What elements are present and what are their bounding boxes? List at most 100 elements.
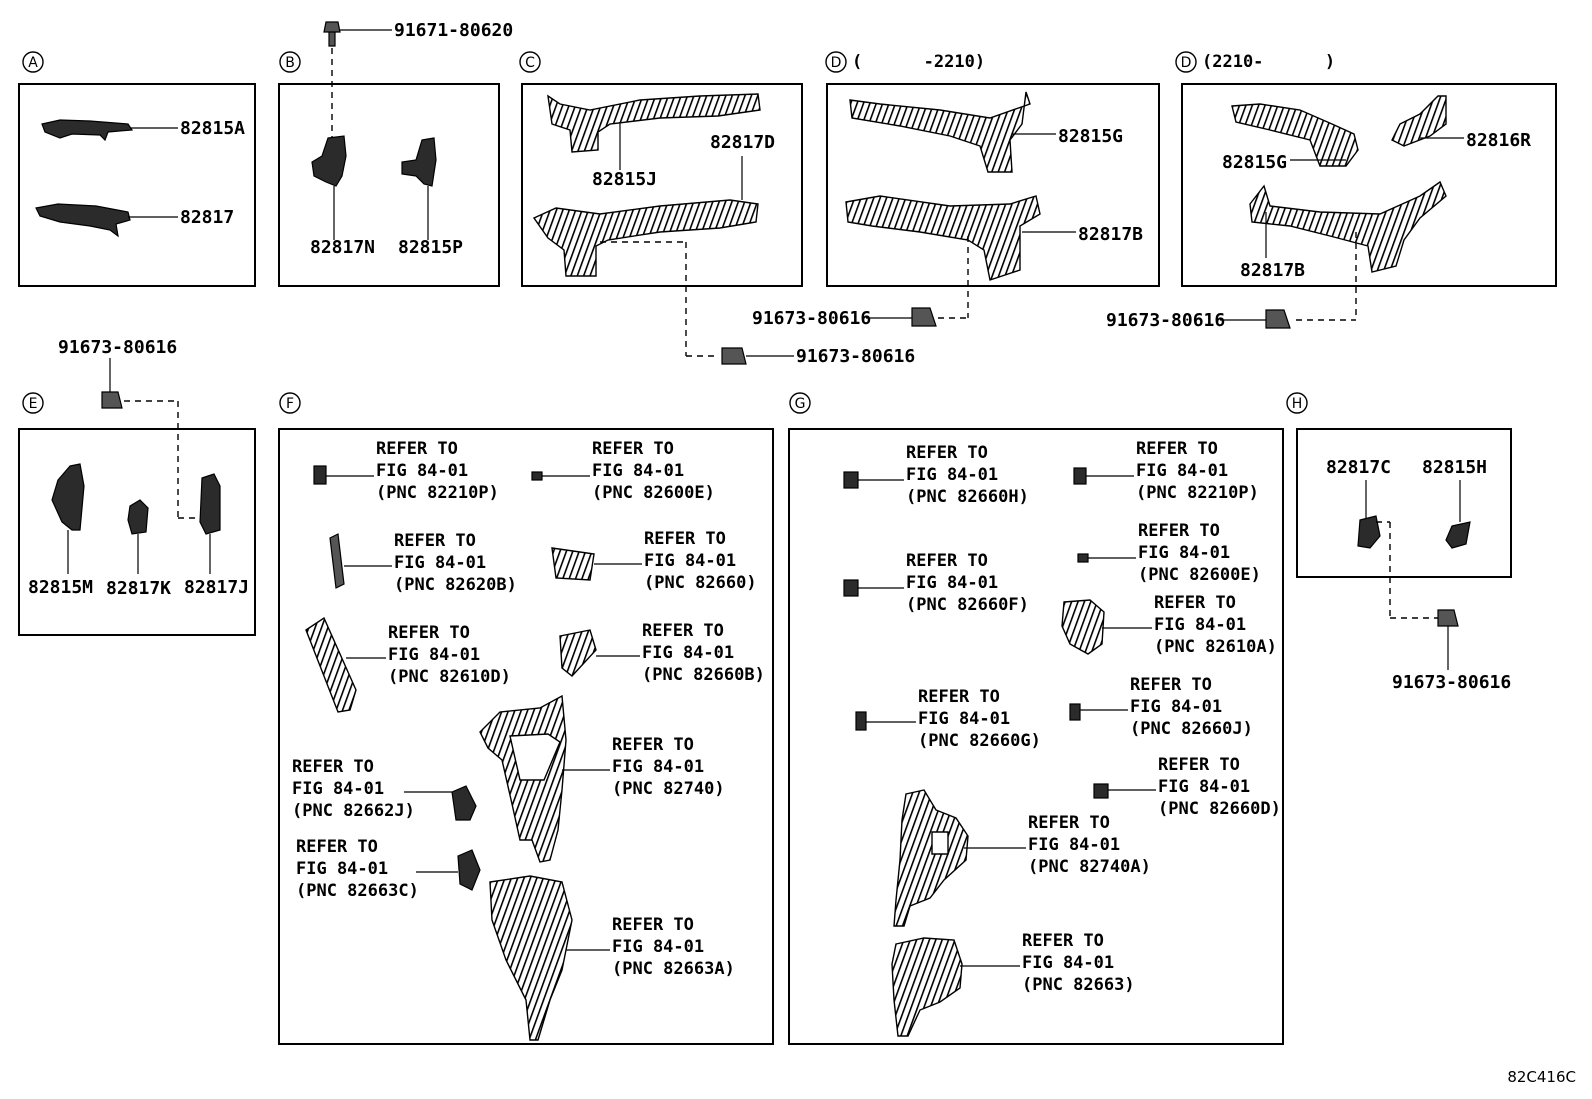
part-f-82660b-drawing bbox=[559, 629, 597, 677]
svg-text:B: B bbox=[285, 55, 295, 71]
ref-f9-line3: (PNC 82663C) bbox=[296, 881, 419, 901]
svg-text:D: D bbox=[1181, 55, 1192, 71]
section-a: 82815A 82817 bbox=[35, 118, 245, 238]
section-g: REFER TO FIG 84-01 (PNC 82660H) REFER TO… bbox=[843, 439, 1281, 1037]
part-82815g-d2-drawing bbox=[1231, 103, 1359, 167]
ref-f10-line3: (PNC 82663A) bbox=[612, 959, 735, 979]
part-g-82210p-drawing bbox=[1073, 467, 1087, 485]
ref-g8-line3: (PNC 82660D) bbox=[1158, 799, 1281, 819]
section-b-frame bbox=[278, 83, 500, 287]
ref-f8-line3: (PNC 82662J) bbox=[292, 801, 415, 821]
part-82816r-label: 82816R bbox=[1466, 130, 1531, 151]
part-g-82663-drawing bbox=[891, 937, 963, 1037]
ref-g10-line3: (PNC 82663) bbox=[1022, 975, 1135, 995]
ref-g2-line2: FIG 84-01 bbox=[1136, 461, 1228, 481]
part-f-82210p-drawing bbox=[313, 465, 327, 485]
section-label-g: G bbox=[789, 392, 811, 414]
ref-g3-line3: (PNC 82600E) bbox=[1138, 565, 1261, 585]
part-g-82740a-drawing bbox=[893, 789, 969, 927]
bolt-d2-drawing bbox=[1265, 309, 1291, 329]
ref-g10-line1: REFER TO bbox=[1022, 931, 1104, 951]
part-82815j-drawing bbox=[547, 93, 761, 153]
part-82817b-d1-label: 82817B bbox=[1078, 224, 1143, 245]
diagram-code: 82C416C bbox=[1507, 1068, 1576, 1086]
ref-g6-line3: (PNC 82660G) bbox=[918, 731, 1041, 751]
part-f-82663c-drawing bbox=[457, 849, 481, 891]
section-g-frame bbox=[788, 428, 1284, 1045]
part-82817c-label: 82817C bbox=[1326, 457, 1391, 478]
part-82815h-drawing bbox=[1445, 521, 1471, 549]
ref-f9-line1: REFER TO bbox=[296, 837, 378, 857]
part-f-82620b-drawing bbox=[329, 533, 345, 589]
ref-g7-line2: FIG 84-01 bbox=[1130, 697, 1222, 717]
ref-f3-line3: (PNC 82620B) bbox=[394, 575, 517, 595]
ref-f10-line1: REFER TO bbox=[612, 915, 694, 935]
ref-g10-line2: FIG 84-01 bbox=[1022, 953, 1114, 973]
ref-g5-line1: REFER TO bbox=[1154, 593, 1236, 613]
ref-g9-line2: FIG 84-01 bbox=[1028, 835, 1120, 855]
part-f-82610d-drawing bbox=[305, 616, 357, 713]
part-82815g-d1-label: 82815G bbox=[1058, 126, 1123, 147]
part-g-82660d-drawing bbox=[1093, 783, 1109, 799]
section-label-d1: D ( -2210) bbox=[825, 51, 985, 73]
part-82815m-drawing bbox=[51, 463, 85, 531]
part-82815p-label: 82815P bbox=[398, 237, 463, 258]
bolt-c-label: 91673-80616 bbox=[796, 346, 915, 367]
svg-text:E: E bbox=[29, 396, 38, 412]
ref-f1-line2: FIG 84-01 bbox=[376, 461, 468, 481]
part-g-82660j-drawing bbox=[1069, 703, 1081, 721]
section-label-d2: D (2210- ) bbox=[1175, 51, 1335, 73]
part-82817b-d1-drawing bbox=[845, 195, 1041, 281]
section-a-frame bbox=[18, 83, 256, 287]
ref-g8-line1: REFER TO bbox=[1158, 755, 1240, 775]
part-f-82663a-drawing bbox=[489, 875, 573, 1041]
ref-g4-line3: (PNC 82660F) bbox=[906, 595, 1029, 615]
section-label-a: A bbox=[22, 51, 44, 73]
ref-f5-line1: REFER TO bbox=[388, 623, 470, 643]
part-82817n-label: 82817N bbox=[310, 237, 375, 258]
section-h-frame bbox=[1296, 428, 1512, 578]
ref-g2-line1: REFER TO bbox=[1136, 439, 1218, 459]
part-82815a-label: 82815A bbox=[180, 118, 245, 139]
svg-text:D: D bbox=[831, 55, 842, 71]
part-f-82600e-drawing bbox=[531, 471, 543, 481]
ref-g3-line1: REFER TO bbox=[1138, 521, 1220, 541]
ref-g6-line1: REFER TO bbox=[918, 687, 1000, 707]
ref-f6-line2: FIG 84-01 bbox=[642, 643, 734, 663]
part-82817b-d2-label: 82817B bbox=[1240, 260, 1305, 281]
bolt-h-drawing bbox=[1437, 609, 1459, 627]
ref-g6-line2: FIG 84-01 bbox=[918, 709, 1010, 729]
section-d2-frame bbox=[1181, 83, 1557, 287]
ref-f5-line3: (PNC 82610D) bbox=[388, 667, 511, 687]
section-h: 82817C 82815H 91673-80616 bbox=[1326, 457, 1511, 693]
ref-f6-line3: (PNC 82660B) bbox=[642, 665, 765, 685]
ref-f1-line1: REFER TO bbox=[376, 439, 458, 459]
svg-text:G: G bbox=[795, 396, 806, 412]
ref-f4-line2: FIG 84-01 bbox=[644, 551, 736, 571]
part-82815a-drawing bbox=[41, 119, 134, 142]
part-82815g-d1-drawing bbox=[849, 91, 1031, 173]
part-f-82740-drawing bbox=[479, 694, 567, 863]
ref-f2-line1: REFER TO bbox=[592, 439, 674, 459]
ref-f4-line1: REFER TO bbox=[644, 529, 726, 549]
bolt-c-drawing bbox=[721, 347, 747, 365]
ref-f9-line2: FIG 84-01 bbox=[296, 859, 388, 879]
part-82817d-drawing bbox=[532, 199, 759, 277]
ref-f5-line2: FIG 84-01 bbox=[388, 645, 480, 665]
part-82815j-label: 82815J bbox=[592, 169, 657, 190]
ref-g2-line3: (PNC 82210P) bbox=[1136, 483, 1259, 503]
bolt-d1-label: 91673-80616 bbox=[752, 308, 871, 329]
section-c-frame bbox=[521, 83, 803, 287]
section-label-b: B bbox=[279, 51, 301, 73]
part-82817n-drawing bbox=[311, 135, 347, 187]
svg-text:A: A bbox=[28, 55, 38, 71]
part-g-82660g-drawing bbox=[855, 711, 867, 731]
part-82816r-drawing bbox=[1391, 95, 1447, 147]
section-d1: 82815G 82817B 91673-80616 bbox=[752, 91, 1143, 329]
bolt-91671-80620-label: 91671-80620 bbox=[394, 20, 513, 41]
part-f-82662j-drawing bbox=[451, 785, 477, 821]
section-f: REFER TO FIG 84-01 (PNC 82210P) REFER TO… bbox=[292, 439, 765, 1041]
part-82815g-d2-label: 82815G bbox=[1222, 152, 1287, 173]
part-82817c-drawing bbox=[1357, 515, 1381, 549]
part-82815h-label: 82815H bbox=[1422, 457, 1487, 478]
